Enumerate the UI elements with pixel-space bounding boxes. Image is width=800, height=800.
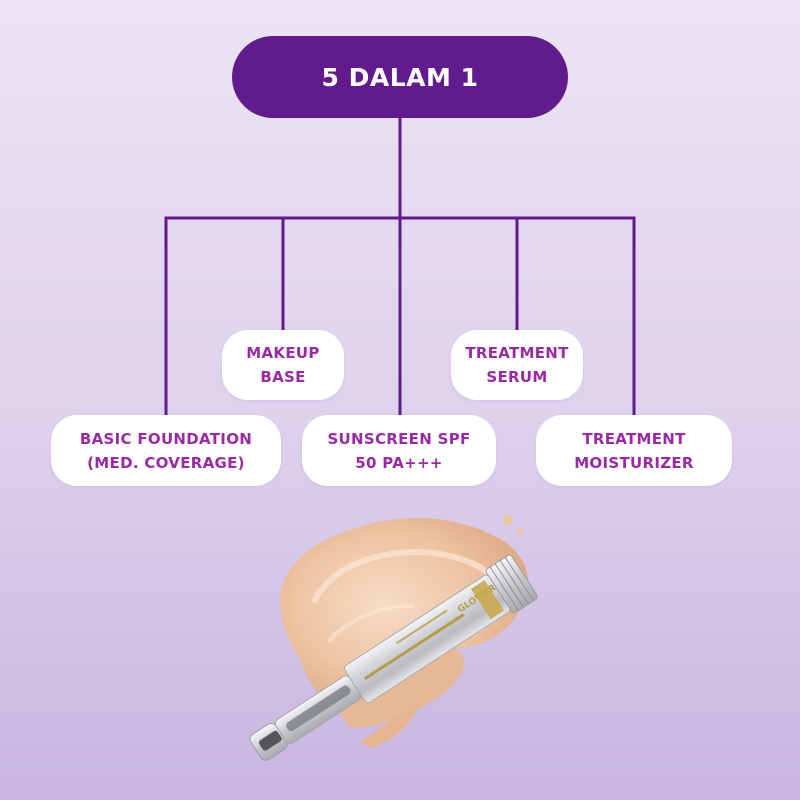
- root-title: 5 DALAM 1: [232, 36, 568, 118]
- node-line: MOISTURIZER: [574, 453, 694, 472]
- node-line: TREATMENT: [465, 344, 569, 362]
- node-line: SUNSCREEN SPF: [327, 429, 471, 448]
- node-makeup-base: MAKEUP BASE: [222, 330, 344, 400]
- node-line: (MED. COVERAGE): [87, 453, 245, 472]
- node-line: TREATMENT: [582, 429, 686, 448]
- node-basic-foundation: BASIC FOUNDATION (MED. COVERAGE): [51, 415, 281, 486]
- node-treatment-serum: TREATMENT SERUM: [451, 330, 583, 400]
- node-line: BASIC FOUNDATION: [79, 429, 253, 448]
- node-line: SERUM: [486, 368, 548, 386]
- product-tube: GLOWER: [249, 554, 538, 761]
- node-line: 50 PA+++: [355, 453, 443, 472]
- node-treatment-moisturizer: TREATMENT MOISTURIZER: [536, 415, 732, 486]
- node-line: BASE: [260, 368, 306, 386]
- node-sunscreen: SUNSCREEN SPF 50 PA+++: [302, 415, 496, 486]
- node-line: MAKEUP: [246, 344, 320, 362]
